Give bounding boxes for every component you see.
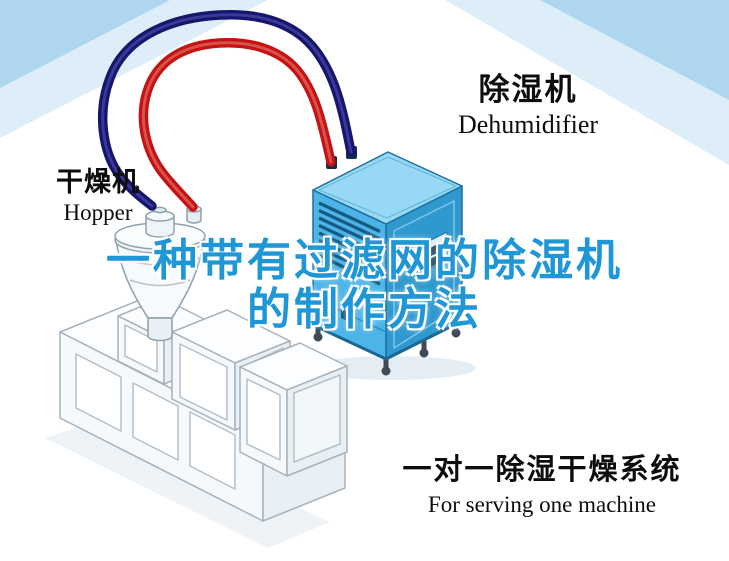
hoses — [97, 9, 356, 212]
patent-title-line2: 的制作方法 — [247, 285, 482, 335]
hopper-label-zh: 干燥机 — [56, 167, 140, 197]
machine-cabinet-right — [239, 342, 348, 477]
dehumidifier-grille — [318, 201, 381, 286]
machine-panel — [132, 382, 179, 461]
blue-hose-highlight — [101, 13, 353, 208]
blue-hose — [97, 9, 356, 211]
patent-title: 一种带有过滤网的除湿机 的制作方法 — [0, 236, 729, 335]
dehumidifier-door-outline — [393, 200, 455, 349]
machine-panel — [179, 343, 228, 421]
dehumidifier-front-badge — [341, 306, 353, 324]
red-hose — [138, 37, 336, 212]
hopper-inlet-fitting — [186, 209, 202, 224]
background-sky — [0, 0, 729, 165]
hopper-funnel-seam — [129, 279, 191, 287]
machine-panel — [293, 374, 341, 463]
hopper-illustration — [114, 205, 206, 342]
dehumidifier-shadow — [308, 356, 476, 380]
hopper-neck — [147, 317, 173, 342]
dehumidifier-label-en: Dehumidifier — [457, 110, 599, 139]
hopper-funnel-seam — [120, 257, 200, 266]
system-label-en: For serving one machine — [427, 492, 657, 517]
system-label: 一对一除湿干燥系统 For serving one machine — [392, 446, 692, 518]
sky-gradient-top-right-inner — [540, 0, 729, 100]
dehumidifier-label: 除湿机 Dehumidifier — [448, 64, 608, 140]
dehumidifier-base-strip — [312, 319, 463, 361]
dehumidifier-top-face — [312, 151, 463, 225]
system-label-zh: 一对一除湿干燥系统 — [402, 454, 682, 486]
sky-gradient-top-left-inner — [0, 0, 170, 88]
hopper-label: 干燥机 Hopper — [40, 160, 156, 226]
machine-panel — [189, 411, 236, 490]
machine-panel — [246, 378, 281, 461]
patent-title-line1: 一种带有过滤网的除湿机 — [106, 236, 623, 285]
hopper-label-en: Hopper — [63, 200, 133, 225]
red-hose-highlight — [141, 41, 333, 209]
dehumidifier-casters — [313, 321, 461, 376]
machine-panel — [75, 353, 122, 432]
machine-panel — [124, 324, 158, 373]
hopper-cap — [145, 216, 175, 238]
dehumidifier-label-zh: 除湿机 — [478, 72, 578, 107]
dehumidifier-top-rim — [318, 156, 457, 219]
dehumidifier-control-panel — [422, 231, 448, 273]
